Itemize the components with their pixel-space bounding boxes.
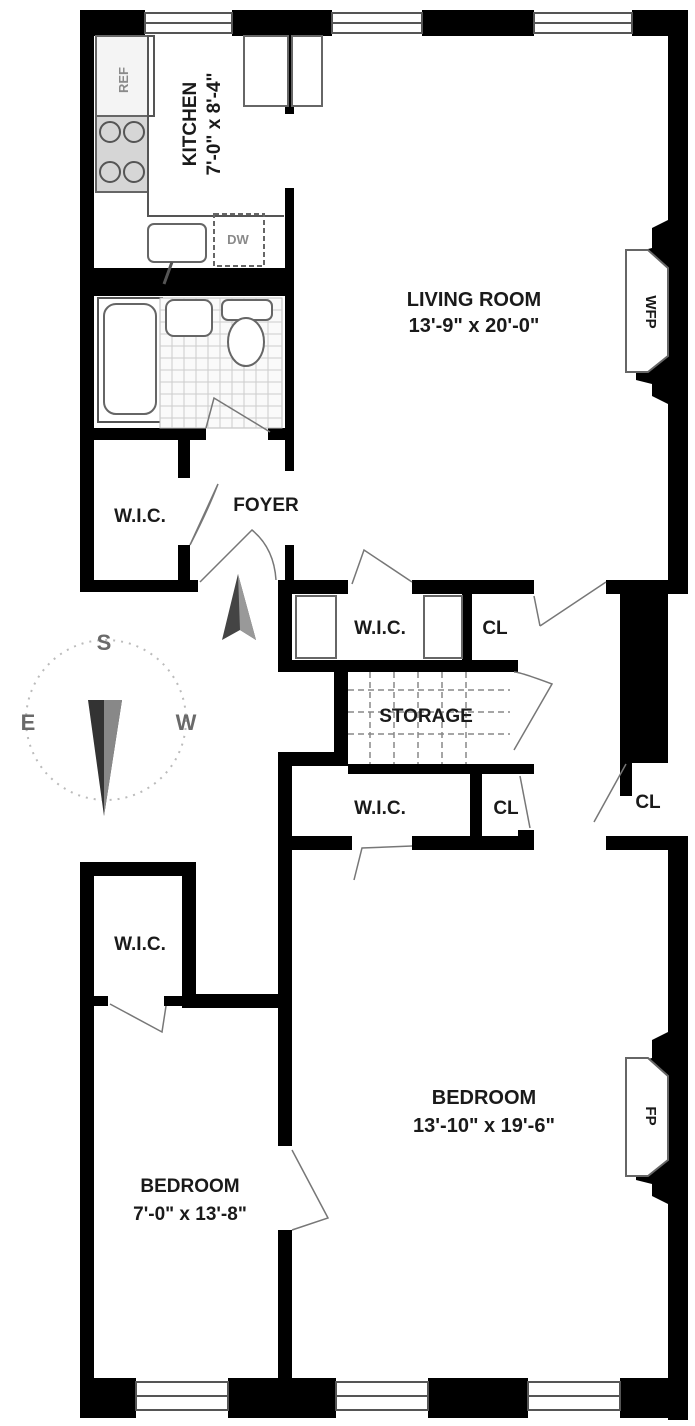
bedroom-small-name: BEDROOM: [140, 1176, 239, 1197]
compass: [25, 574, 256, 816]
foyer-name: FOYER: [233, 495, 299, 516]
wfp-fireplace: [625, 249, 669, 373]
room-labels: REF KITCHEN 7'-0" x 8'-4" DW LIVING ROOM…: [21, 67, 661, 1225]
cl-right-label: CL: [635, 792, 661, 813]
storage-name: STORAGE: [379, 706, 473, 727]
wfp-label: WFP: [642, 295, 659, 328]
wic-foyer-label: W.I.C.: [114, 506, 166, 527]
storage-stairs: [348, 672, 510, 764]
wic-small-bedroom-label: W.I.C.: [114, 934, 166, 955]
cl-center-label: CL: [482, 618, 508, 639]
living-room-name: LIVING ROOM: [407, 289, 541, 311]
windows: [135, 12, 633, 1411]
doors: [109, 396, 627, 1231]
cl-lower-label: CL: [493, 798, 519, 819]
living-room-dims: 13'-9" x 20'-0": [409, 315, 540, 337]
kitchen-dims: 7'-0" x 8'-4": [204, 72, 225, 175]
bedroom-small-dims: 7'-0" x 13'-8": [133, 1204, 247, 1225]
kitchen-name: KITCHEN: [180, 82, 201, 166]
compass-e-label: E: [21, 710, 36, 735]
dw-label: DW: [227, 232, 249, 247]
fp-label: FP: [642, 1106, 659, 1125]
compass-w-label: W: [176, 710, 197, 735]
ref-label: REF: [116, 67, 131, 93]
kitchen-fixtures: [95, 35, 323, 285]
wic-bedroom-label: W.I.C.: [354, 798, 406, 819]
compass-s-label: S: [97, 630, 112, 655]
wic-center-label: W.I.C.: [354, 618, 406, 639]
exterior-walls: [80, 10, 688, 1420]
bathroom-fixtures: [97, 297, 283, 429]
bedroom-main-dims: 13'-10" x 19'-6": [413, 1115, 555, 1137]
bedroom-main-name: BEDROOM: [432, 1087, 536, 1109]
fp-fireplace: [625, 1057, 669, 1177]
